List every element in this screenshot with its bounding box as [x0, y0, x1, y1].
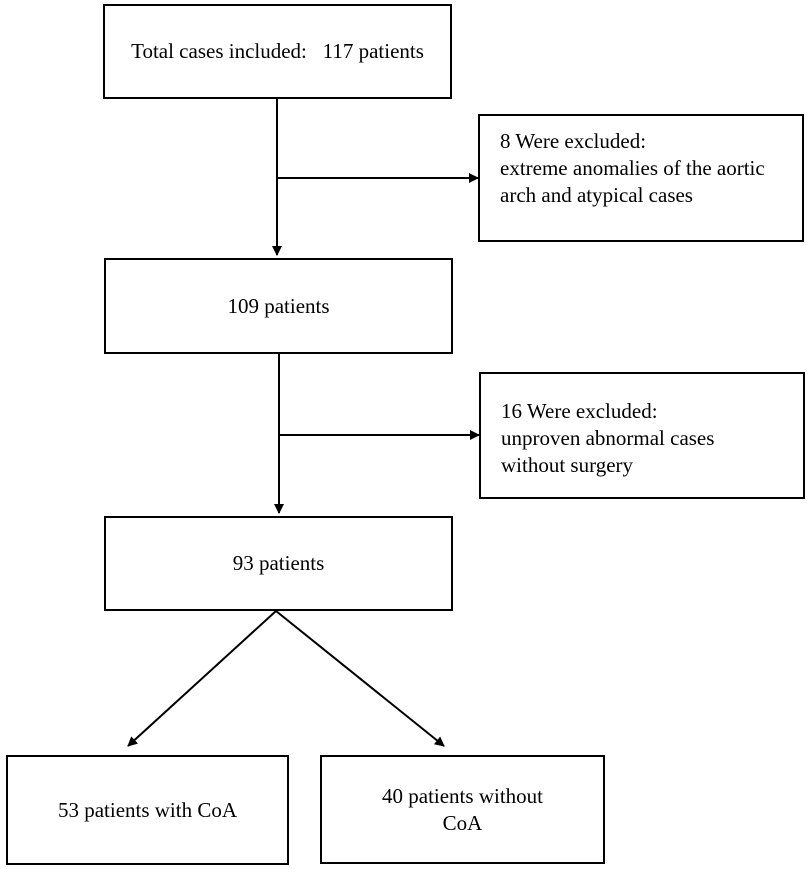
- total-cases-label: Total cases included: 117 patients: [131, 39, 424, 63]
- outcome-with-coa-box: 53 patients with CoA: [6, 755, 289, 865]
- step-93-label: 93 patients: [232, 551, 325, 575]
- exclusion-2-line-3: without surgery: [501, 453, 634, 477]
- exclusion-box-1: 8 Were excluded: extreme anomalies of th…: [478, 114, 804, 242]
- exclusion-2-line-1: 16 Were excluded:: [501, 399, 658, 423]
- step-109-box: 109 patients: [104, 258, 453, 354]
- arrow-93-to-without-coa: [275, 610, 445, 747]
- outcome-without-coa-box: 40 patients without CoA: [320, 755, 605, 864]
- exclusion-1-line-3: arch and atypical cases: [500, 183, 693, 207]
- step-93-box: 93 patients: [104, 516, 453, 611]
- outcome-without-coa-line-1: 40 patients without: [382, 783, 543, 808]
- arrow-93-to-with-coa: [127, 610, 277, 747]
- exclusion-1-line-1: 8 Were excluded:: [500, 129, 647, 153]
- step-109-label: 109 patients: [227, 293, 330, 318]
- total-cases-box: Total cases included: 117 patients: [103, 4, 452, 99]
- outcome-with-coa-label: 53 patients with CoA: [57, 797, 238, 822]
- outcome-without-coa-line-2: CoA: [442, 810, 483, 835]
- exclusion-box-2: 16 Were excluded: unproven abnormal case…: [479, 372, 805, 499]
- exclusion-1-line-2: extreme anomalies of the aortic: [500, 156, 765, 180]
- exclusion-2-line-2: unproven abnormal cases: [501, 426, 715, 450]
